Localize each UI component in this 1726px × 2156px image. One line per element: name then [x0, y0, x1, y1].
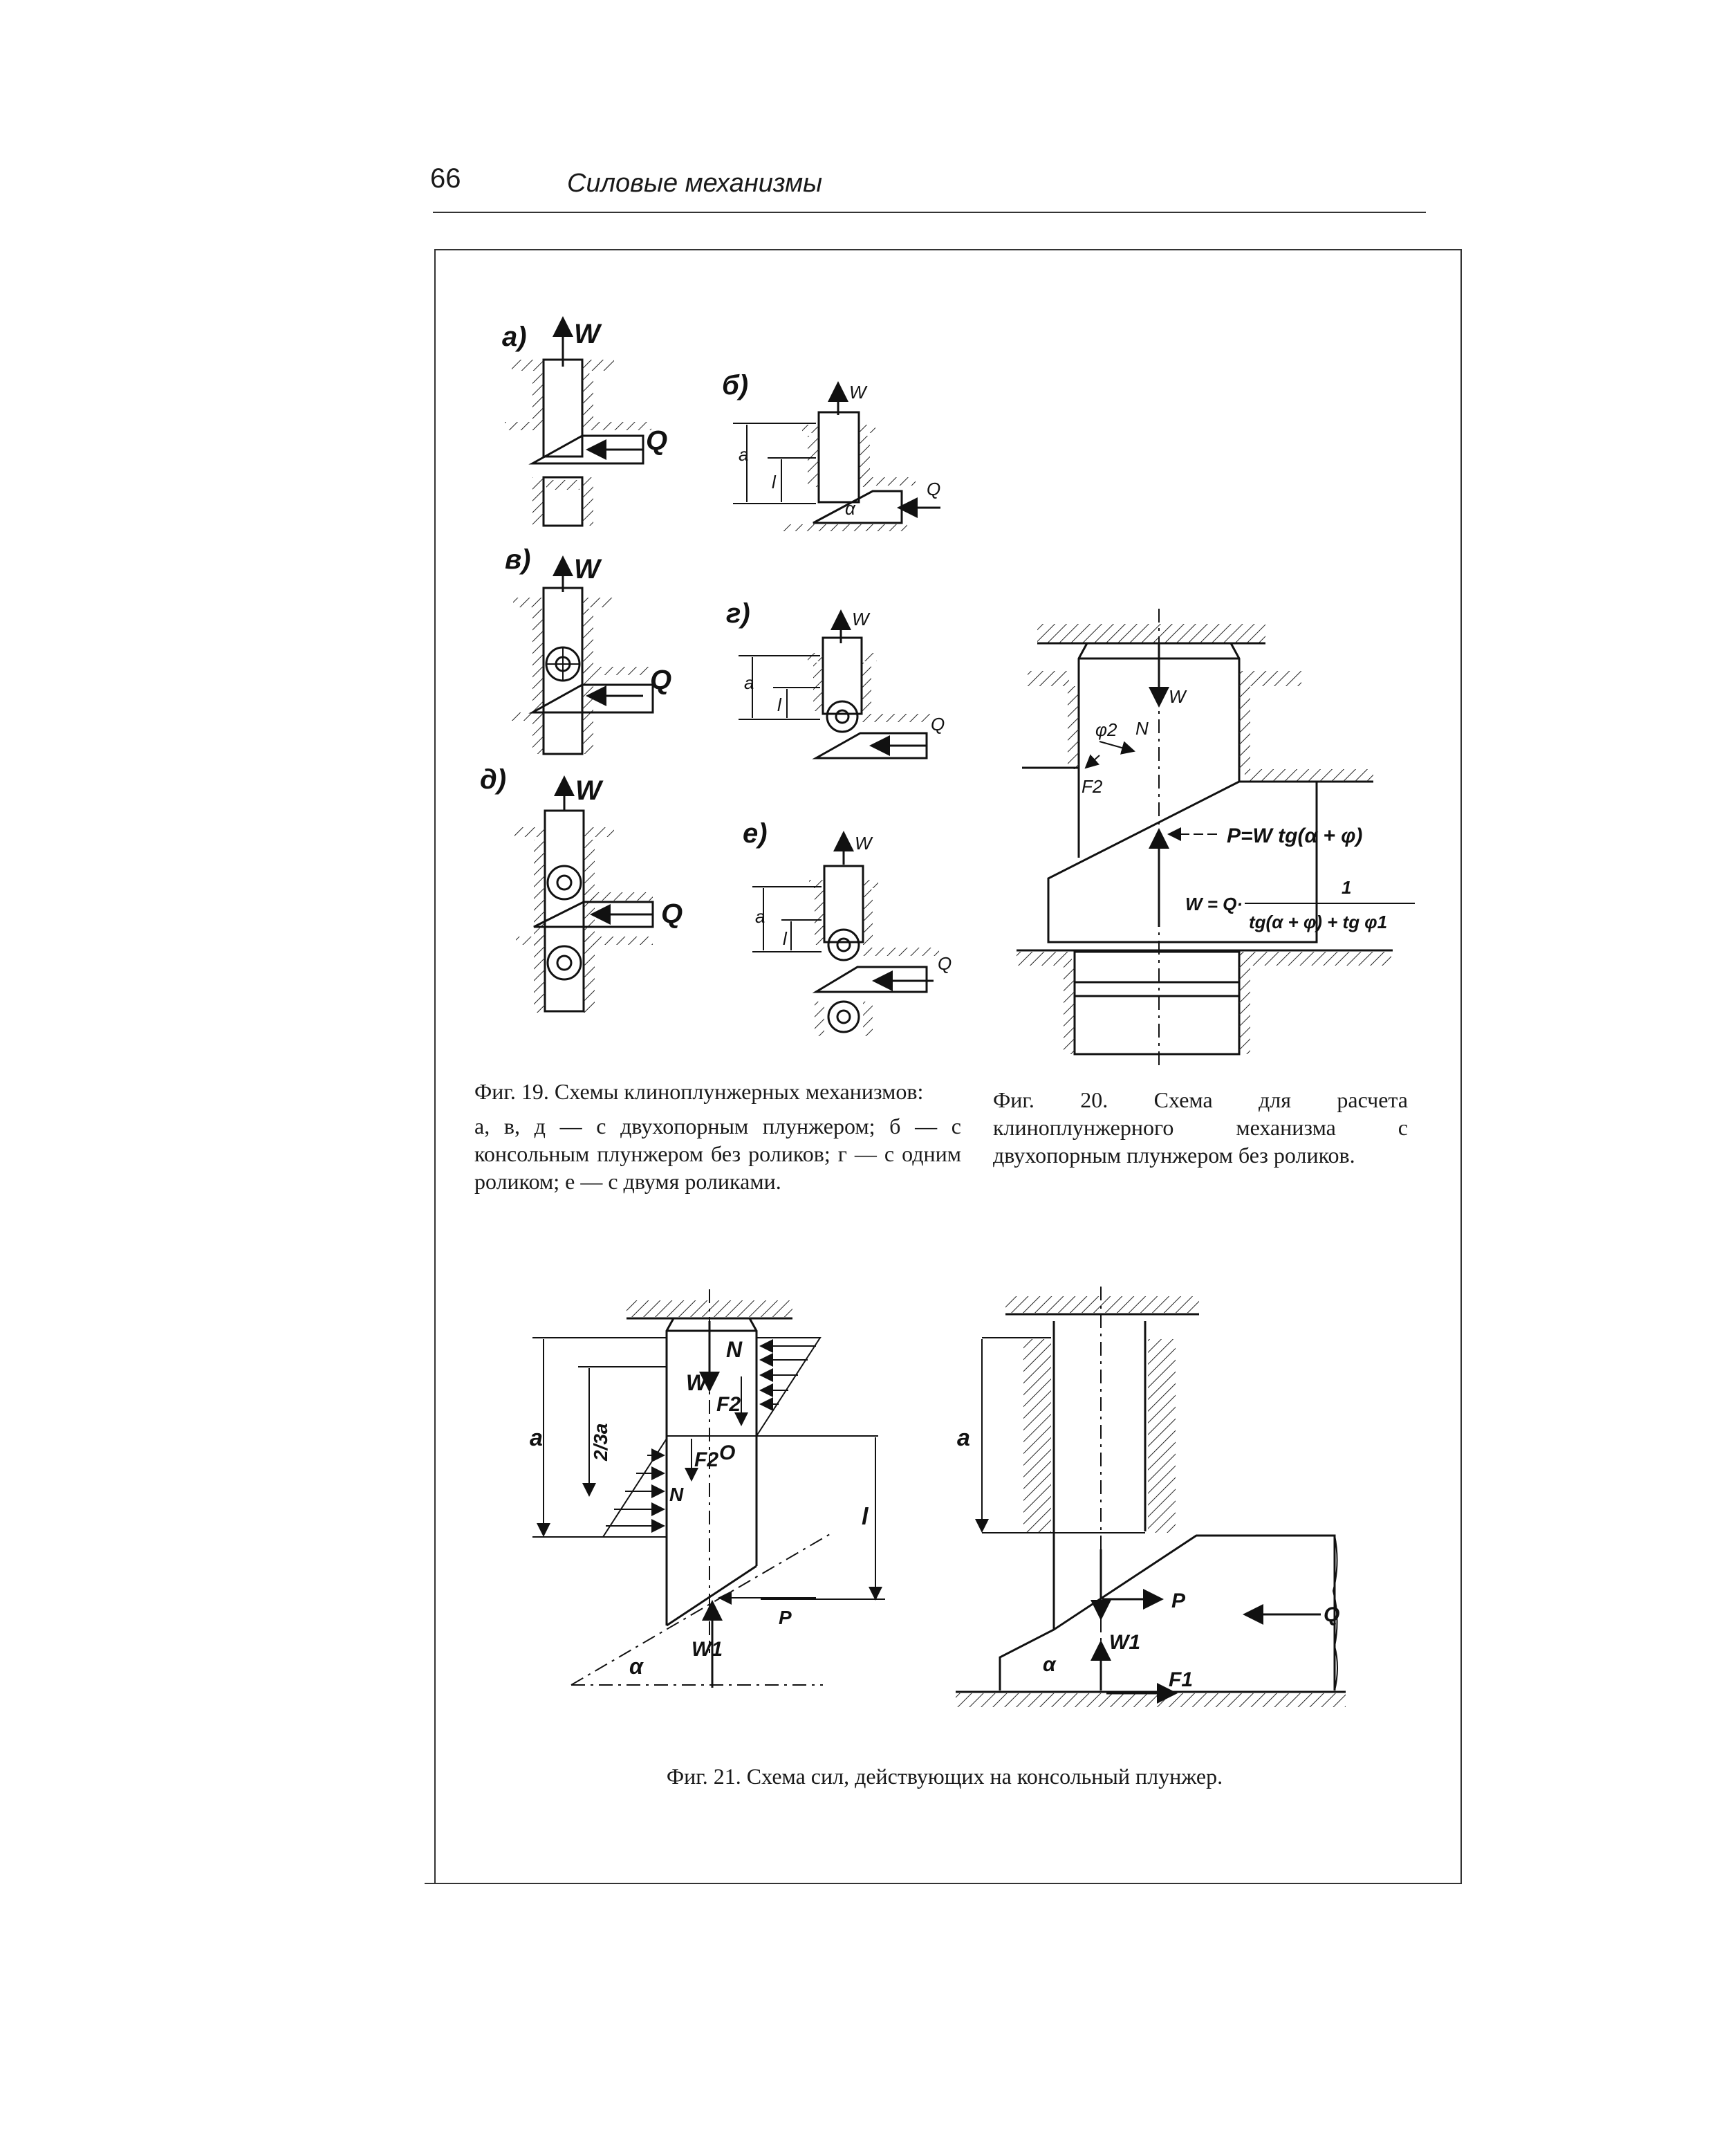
fig20-label-phi2: φ2: [1095, 719, 1117, 740]
fig20-formula-w-num: 1: [1342, 877, 1351, 898]
panel-label-b: б): [722, 370, 748, 400]
fig19-panel-a: а) W Q: [502, 316, 667, 527]
fig20-formula-w-left: W = Q·: [1185, 894, 1243, 914]
fig20-label-n: N: [1135, 718, 1149, 739]
fig20-label-f2: F2: [1082, 776, 1103, 797]
fig19-caption-legend: а, в, д — с двухопорным плунжером; б — с…: [474, 1114, 961, 1194]
fig21-label-f2-low: F2: [694, 1448, 718, 1471]
fig20-caption-text: Фиг. 20. Схема для расчета клиноплунжерн…: [993, 1087, 1408, 1168]
fig21r-label-alpha: α: [1043, 1653, 1057, 1676]
fig21r-label-q: Q: [1324, 1603, 1339, 1626]
fig19-panel-e: е) W Q а l: [743, 818, 952, 1036]
angle-label-alpha: α: [845, 498, 856, 519]
dim-label-a: а: [744, 672, 754, 693]
fig21-label-p: P: [779, 1607, 792, 1628]
fig20-caption: Фиг. 20. Схема для расчета клиноплунжерн…: [993, 1086, 1408, 1169]
panel-label-d: д): [480, 764, 506, 795]
fig21-label-w: W: [686, 1370, 709, 1395]
dim-label-l: l: [777, 694, 782, 715]
fig20-label-w: W: [1169, 686, 1187, 707]
fig19-panel-g: г) W Q а l: [726, 598, 945, 759]
force-label-q: Q: [646, 425, 667, 456]
force-label-w: W: [849, 382, 868, 403]
force-label-w: W: [855, 833, 873, 854]
fig21r-label-p: P: [1171, 1590, 1186, 1612]
dim-label-a: а: [739, 444, 748, 465]
fig21r-label-a: а: [957, 1425, 970, 1451]
fig21-label-f2-top: F2: [716, 1393, 741, 1416]
fig21-label-l: l: [862, 1504, 869, 1530]
fig21-label-o: O: [719, 1441, 735, 1464]
force-label-q: Q: [931, 714, 945, 735]
fig19-panel-v: в) W Q: [505, 544, 671, 755]
panel-label-e: е): [743, 818, 768, 849]
panel-label-g: г): [726, 598, 750, 629]
panel-label-a: а): [502, 322, 527, 352]
force-label-q: Q: [661, 899, 683, 929]
force-label-q: Q: [650, 665, 671, 695]
fig19-panel-d: д) W Q: [480, 764, 683, 1013]
page-number: 66: [430, 163, 461, 194]
fig19-caption-title: Фиг. 19. Схемы клиноплунжерных механизмо…: [474, 1079, 924, 1104]
fig21-label-alpha: α: [629, 1654, 644, 1679]
dim-label-l: l: [772, 472, 777, 492]
dim-label-a: а: [755, 906, 765, 927]
fig21-label-a: а: [530, 1425, 543, 1451]
fig20-formula-w-den: tg(α + φ) + tg φ1: [1249, 912, 1387, 932]
fig21-right-diagram: [956, 1287, 1346, 1707]
force-label-w: W: [575, 775, 604, 806]
fig21r-label-w1: W1: [1109, 1631, 1140, 1654]
dim-label-l: l: [783, 928, 788, 949]
fig20-diagram: W φ2 N F2: [1017, 609, 1393, 1065]
force-label-w: W: [574, 319, 602, 349]
fig21r-label-f1: F1: [1169, 1668, 1193, 1691]
header-rule: [433, 212, 1426, 213]
frame-right: [1460, 249, 1462, 1884]
fig19-panel-b: б) W Q α а l: [722, 370, 940, 531]
fig20-formula-p: P=W tg(α + φ): [1227, 824, 1362, 847]
force-label-w: W: [852, 609, 871, 629]
running-title: Силовые механизмы: [567, 169, 823, 198]
fig21-caption: Фиг. 21. Схема сил, действующих на консо…: [666, 1764, 1223, 1789]
fig21-label-n-low: N: [669, 1484, 684, 1505]
force-label-w: W: [574, 554, 602, 584]
fig19-caption: Фиг. 19. Схемы клиноплунжерных механизмо…: [474, 1078, 961, 1195]
frame-left: [434, 249, 436, 1884]
frame-top: [434, 249, 1462, 250]
fig21-label-two-thirds-a: 2/3a: [590, 1423, 611, 1462]
fig21-label-n-top: N: [726, 1337, 743, 1362]
force-label-q: Q: [927, 479, 940, 499]
frame-bottom: [425, 1883, 1460, 1884]
panel-label-v: в): [505, 544, 530, 575]
fig21-left-diagram: [532, 1289, 885, 1688]
force-label-q: Q: [938, 953, 952, 974]
fig21-label-w1: W1: [692, 1638, 723, 1661]
